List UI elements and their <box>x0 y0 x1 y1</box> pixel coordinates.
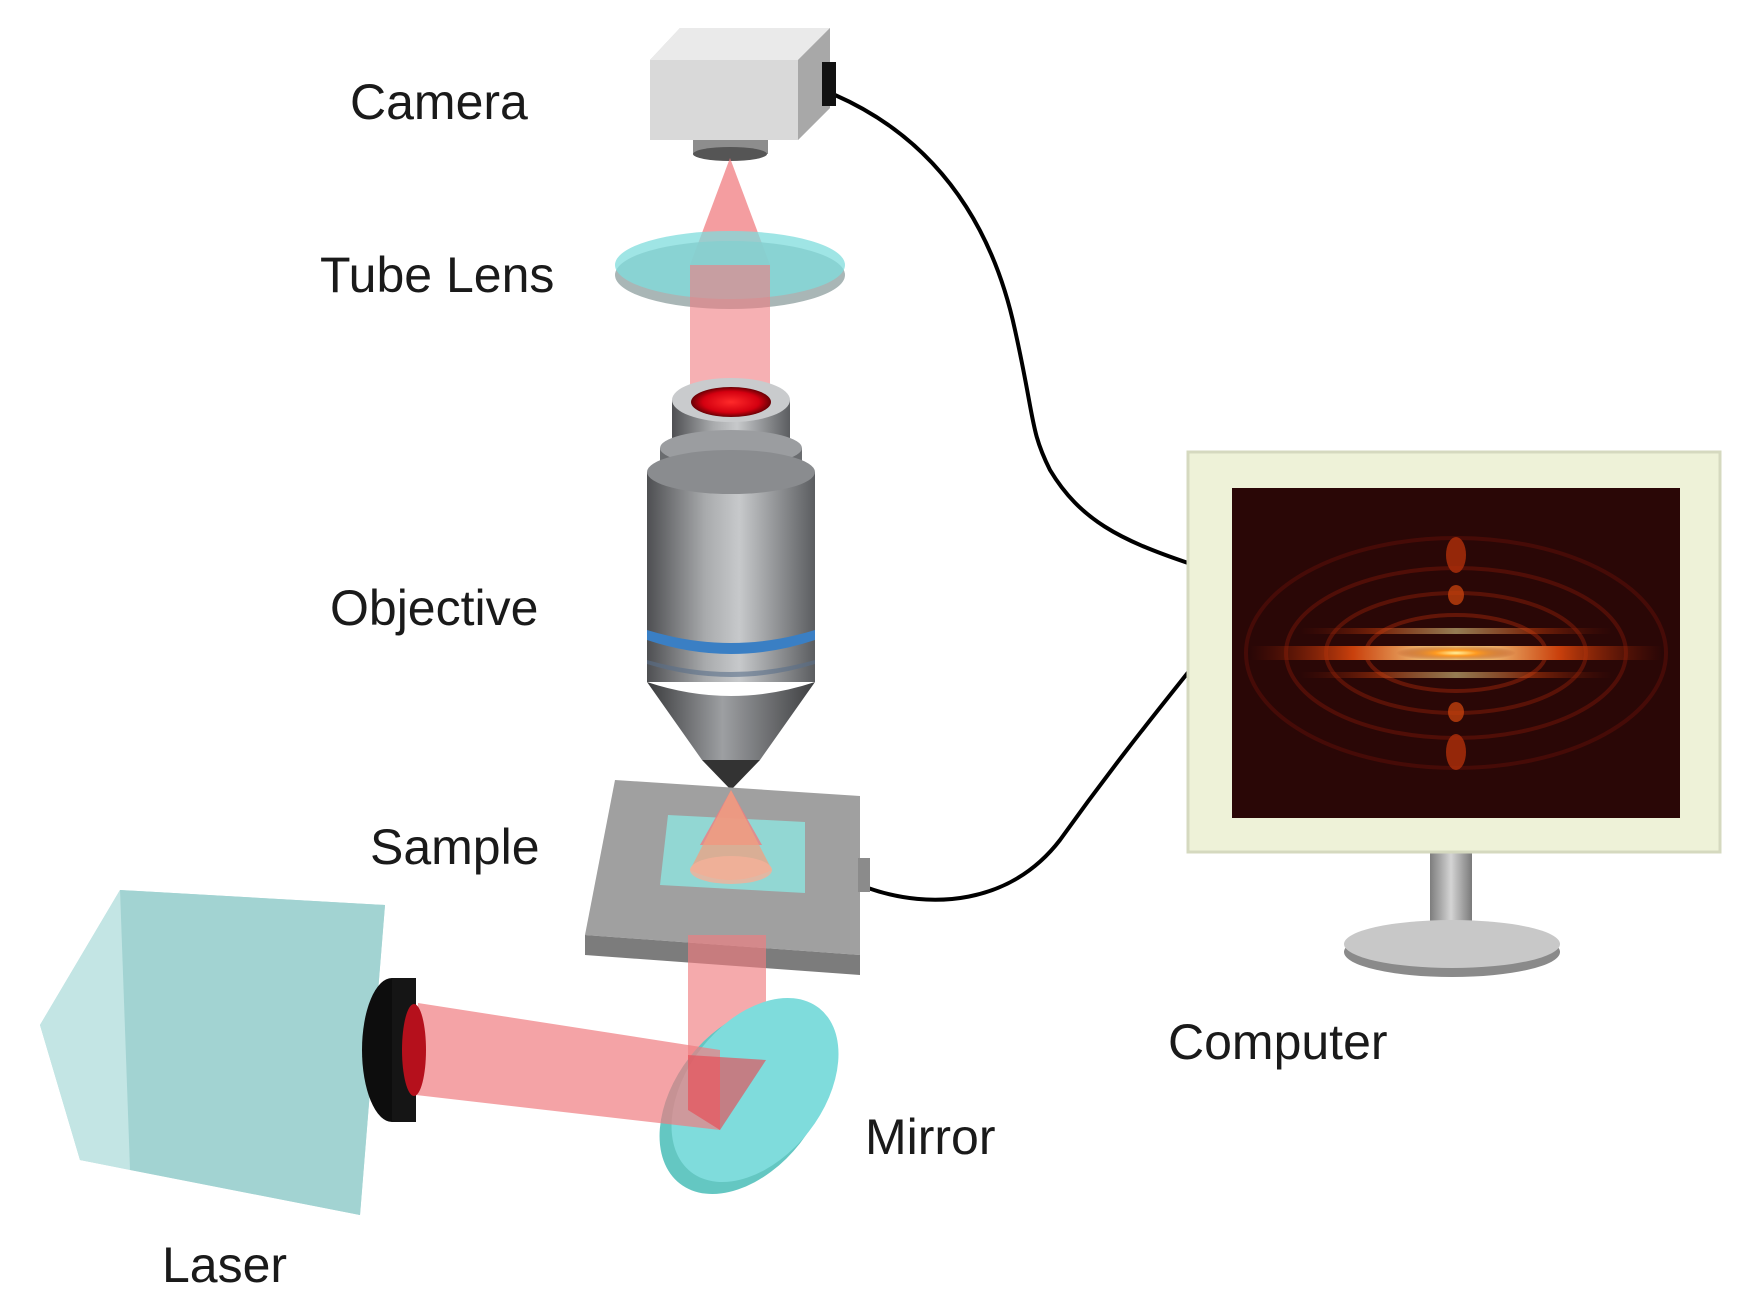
laser <box>40 890 426 1215</box>
computer <box>1186 450 1722 977</box>
objective-label: Objective <box>330 580 539 636</box>
objective <box>647 378 815 790</box>
tube-lens-label: Tube Lens <box>320 247 555 303</box>
stage-cable <box>867 668 1192 902</box>
mirror-label: Mirror <box>865 1109 996 1165</box>
detection-beam <box>615 158 845 415</box>
illumination-beam <box>416 935 839 1194</box>
computer-label: Computer <box>1168 1014 1388 1070</box>
camera-cable <box>834 93 1189 565</box>
camera-label: Camera <box>350 74 528 130</box>
sample-stage <box>585 780 870 975</box>
diffraction-pattern <box>1244 536 1668 770</box>
sample-label: Sample <box>370 819 540 875</box>
laser-label: Laser <box>162 1237 288 1293</box>
camera <box>650 28 836 161</box>
